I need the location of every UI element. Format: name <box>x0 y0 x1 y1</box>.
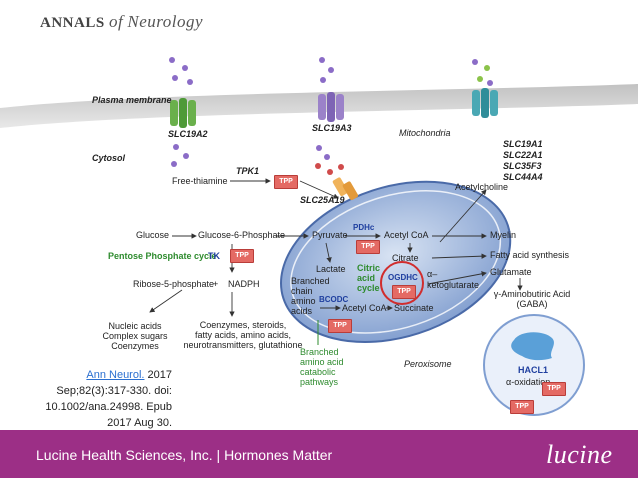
lactate-label: Lactate <box>316 264 346 274</box>
journal-name: Neurology <box>127 12 204 31</box>
transporter-slc19a2 <box>170 98 196 128</box>
bcaa-block: Branched chain amino acids <box>291 276 330 317</box>
tpp-badge-tk: TPP <box>230 249 254 263</box>
coenzymes-block: Coenzymes, steroids, fatty acids, amino … <box>180 320 306 351</box>
coenz-line-2: fatty acids, amino acids, <box>194 329 292 340</box>
citation-line-3: 10.1002/ana.24998. Epub <box>45 400 172 413</box>
catabolic-block: Branched amino acid catabolic pathways <box>300 347 344 388</box>
ogdhc-label: OGDHC <box>388 273 418 282</box>
tpp-badge-hacl1-b: TPP <box>510 400 534 414</box>
nucleic-line-1: Nucleic acids <box>108 321 162 331</box>
myelin-label: Myelin <box>490 230 517 240</box>
slc35f3-label: SLC35F3 <box>503 161 542 171</box>
thiamine-molecules-middle <box>316 57 334 160</box>
bcaa-line-1: Branched <box>291 276 330 286</box>
hacl1-shape <box>511 332 554 361</box>
thiamine-molecules-right <box>472 59 493 86</box>
pdhc-label: PDHc <box>353 223 375 232</box>
pyruvate-label: Pyruvate <box>312 230 348 240</box>
glutamate-label: Glutamate <box>490 267 532 277</box>
succinate-label: Succinate <box>394 303 434 313</box>
citric-acid-cycle-label: Citric acid cycle <box>357 263 381 294</box>
tpp-badge-ogdhc: TPP <box>392 285 416 299</box>
mitochondrion <box>280 180 512 344</box>
footer-bar: Lucine Health Sciences, Inc. | Hormones … <box>0 430 638 478</box>
coenz-line-1: Coenzymes, steroids, <box>199 320 287 330</box>
gaba-line-1: γ-Aminobutiric Acid <box>493 289 571 299</box>
journal-prefix: ANNALS <box>40 15 105 31</box>
pentose-phosphate-label: Pentose Phosphate cycle <box>108 251 217 261</box>
gaba-line-2: (GABA) <box>516 298 548 309</box>
glucose-label: Glucose <box>136 230 170 240</box>
bcaa-line-3: amino <box>291 295 316 306</box>
acetyl-coa-label-2: Acetyl CoA <box>342 303 387 313</box>
pathway-diagram <box>0 57 638 416</box>
transporter-slc19a1 <box>472 88 498 118</box>
alpha-oxidation-label: α-oxidation <box>506 377 551 387</box>
citation-link[interactable]: Ann Neurol. <box>86 369 145 381</box>
footer-text: Lucine Health Sciences, Inc. | Hormones … <box>36 447 333 463</box>
acetylcholine-label: Acetylcholine <box>455 182 509 192</box>
mitochondria-label: Mitochondria <box>399 128 451 138</box>
tpk1-label: TPK1 <box>236 166 260 176</box>
journal-title: ANNALS of Neurology <box>40 12 203 32</box>
free-thiamine-label: Free-thiamine <box>172 176 228 186</box>
tk-label: TK <box>208 251 220 261</box>
catabolic-line-3: catabolic <box>300 366 336 377</box>
tpp-badge-hacl1-a: TPP <box>542 382 566 396</box>
citric-line-3: cycle <box>357 282 380 293</box>
citation-line-4: 2017 Aug 30. <box>107 416 172 429</box>
nadph-label: NADPH <box>228 279 260 289</box>
slc19a2-label: SLC19A2 <box>168 129 208 139</box>
acetyl-coa-label-1: Acetyl CoA <box>384 230 429 240</box>
tpp-badge-bcodc: TPP <box>328 319 352 333</box>
slc19a1-label: SLC19A1 <box>503 139 543 149</box>
tpp-badge-pdhc: TPP <box>356 240 380 254</box>
journal-of: of <box>108 12 124 31</box>
lucine-logo: lucine <box>546 440 613 469</box>
nucleic-acids-block: Nucleic acids Complex sugars Coenzymes <box>100 321 170 352</box>
glucose-6-phosphate-label: Glucose-6-Phosphate <box>198 230 286 240</box>
bcodc-label: BCODC <box>319 295 349 304</box>
tpp-badge-tpk1: TPP <box>274 175 298 189</box>
citation-line-2: Sep;82(3):317-330. doi: <box>56 384 172 397</box>
citation-year: 2017 <box>144 369 172 381</box>
fatty-acid-synthesis-label: Fatty acid synthesis <box>490 250 570 260</box>
slc44a4-label: SLC44A4 <box>503 172 543 182</box>
ogdhc-circle <box>380 261 424 305</box>
gaba-block: γ-Aminobutiric Acid (GABA) <box>486 289 578 310</box>
catabolic-line-1: Branched <box>300 347 339 357</box>
peroxisome-label: Peroxisome <box>404 359 452 369</box>
bcaa-line-4: acids <box>291 305 313 316</box>
coenz-line-3: neurotransmitters, glutathione <box>183 339 303 350</box>
citric-line-1: Citric <box>357 263 381 273</box>
cytosol-label: Cytosol <box>92 153 126 163</box>
hacl1-label: HACL1 <box>518 365 549 375</box>
slc19a3-label: SLC19A3 <box>312 123 352 133</box>
transporter-slc25a19 <box>332 177 359 201</box>
slc25a19-label: SLC25A19 <box>300 195 345 205</box>
plasma-membrane-label: Plasma membrane <box>92 95 172 106</box>
bcaa-line-2: chain <box>291 285 313 296</box>
plus-sign: + <box>213 279 219 289</box>
nucleic-line-2: Complex sugars <box>102 330 168 341</box>
pathway-arrows <box>149 178 523 317</box>
thiamine-molecules-left <box>169 57 193 167</box>
nucleic-line-3: Coenzymes <box>111 340 159 351</box>
ribose-5-phosphate-label: Ribose-5-phosphate <box>133 279 215 289</box>
citation: Ann Neurol. 2017 Sep;82(3):317-330. doi:… <box>10 368 172 432</box>
alpha-label: α– <box>427 269 438 279</box>
slc22a1-label: SLC22A1 <box>503 150 543 160</box>
citation-line-1: Ann Neurol. 2017 <box>10 368 172 384</box>
ketoglutarate-label: ketoglutarate <box>427 280 480 290</box>
catabolic-line-4: pathways <box>300 376 339 387</box>
citric-line-2: acid <box>357 272 376 283</box>
citrate-label: Citrate <box>392 253 419 263</box>
plasma-membrane-text: Plasma membrane <box>92 95 172 105</box>
catabolic-line-2: amino acid <box>300 356 344 367</box>
transporter-slc19a3 <box>318 92 344 122</box>
